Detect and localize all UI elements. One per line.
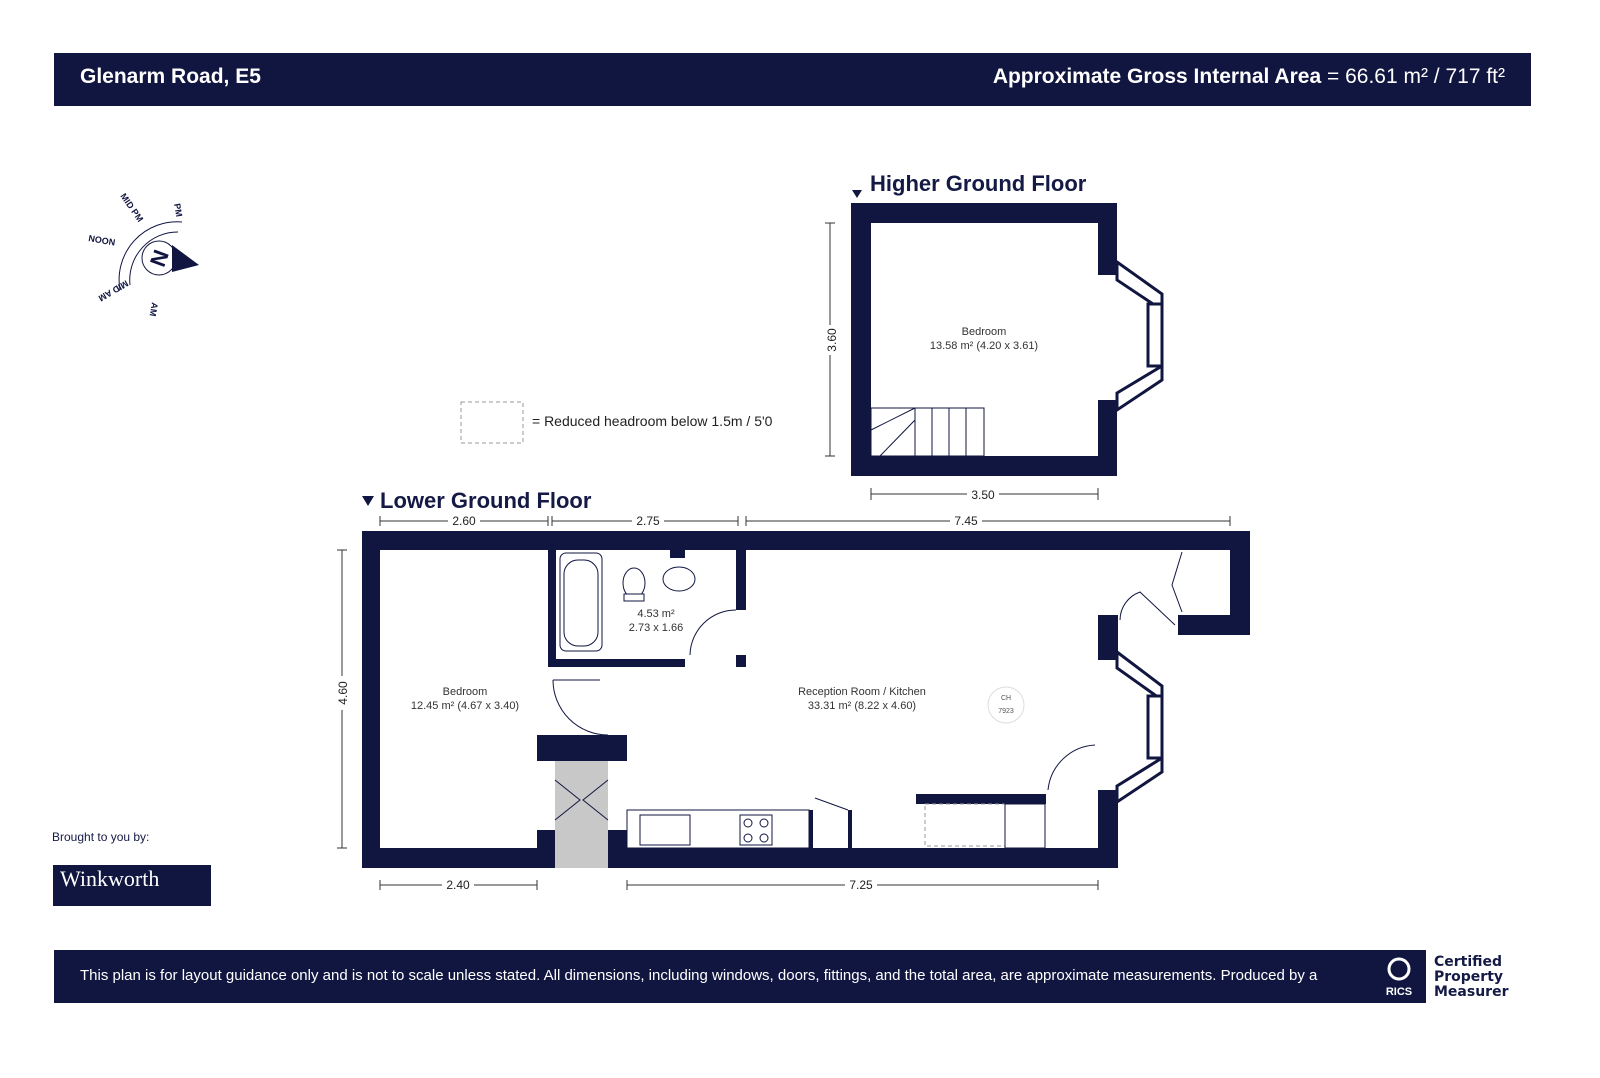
room-area: 13.58 m² (4.20 x 3.61) [930,340,1038,352]
entrance-area [555,761,608,868]
header-bar: Glenarm Road, E5 Approximate Gross Inter… [54,53,1531,106]
certified-line: Measurer [1434,984,1509,1000]
triangle-icon [362,496,374,506]
dimension-label: 2.40 [446,878,470,892]
dimension-label: 7.25 [849,878,873,892]
dimension-label: 2.75 [636,514,660,528]
area-value: = 66.61 m² / 717 ft² [1326,65,1505,88]
boiler-label: CH [1001,695,1011,702]
bathroom-fixtures [559,552,696,652]
doors [552,551,1183,821]
reduced-headroom-swatch [460,401,524,444]
room-area: 12.45 m² (4.67 x 3.40) [411,700,519,712]
certified-line: Certified [1434,954,1503,970]
lower-ground-walls [362,531,1250,868]
agent-logo: Winkworth [53,865,211,906]
room-name: Bedroom [962,326,1007,338]
dimension-label: 7.45 [954,514,978,528]
lower-floor-title: Lower Ground Floor [380,488,592,513]
compass-am: AM [148,302,160,318]
higher-floor-title: Higher Ground Floor [870,171,1087,196]
certified-line: Property [1434,969,1504,985]
disclaimer: This plan is for layout guidance only an… [80,967,1318,984]
dimension-label: 3.60 [825,328,839,352]
compass-mid-am: MID AM [97,278,130,303]
compass-pm: PM [172,203,184,218]
room-name: Reception Room / Kitchen [798,686,926,698]
triangle-icon [852,190,862,198]
kitchen-units [626,803,1046,849]
room-size: 2.73 x 1.66 [629,622,683,634]
area-label: Approximate Gross Internal Area [992,65,1322,88]
dimension-label: 3.50 [971,488,995,502]
certified-measurer: Certified Property Measurer [1434,955,1508,1000]
boiler-icon [987,686,1025,724]
footer-bar: This plan is for layout guidance only an… [54,950,1426,1003]
room-name: Bedroom [443,686,488,698]
compass-icon: N MID PM PM NOON MID AM AM [88,191,199,317]
compass-mid-pm: MID PM [118,191,145,223]
gross-area: Approximate Gross Internal Area = 66.61 … [993,65,1505,89]
boiler-code: 7923 [998,708,1014,715]
rics-text: RICS [1386,986,1412,998]
property-title: Glenarm Road, E5 [80,65,261,88]
compass-noon: NOON [88,233,116,248]
dimension-label: 4.60 [336,681,350,705]
higher-ground-walls [851,203,1164,476]
rics-logo: RICS [1372,950,1426,1003]
stairs [870,407,985,457]
legend-text: = Reduced headroom below 1.5m / 5'0 [532,413,773,429]
brought-by-label: Brought to you by: [52,830,150,844]
dimension-label: 2.60 [452,514,476,528]
room-area: 4.53 m² [637,608,675,620]
room-area: 33.31 m² (8.22 x 4.60) [808,700,916,712]
